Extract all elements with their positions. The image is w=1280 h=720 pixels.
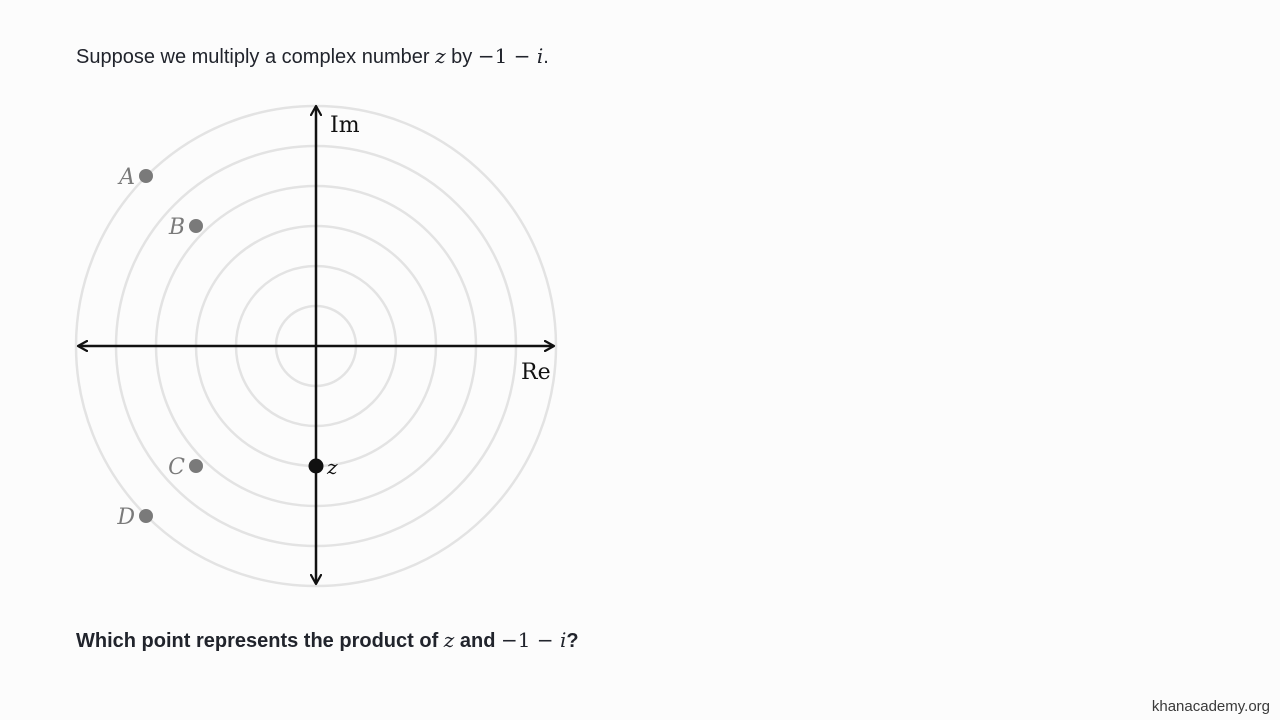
point-z	[308, 458, 324, 474]
prompt-prefix: Suppose we multiply a complex number	[76, 46, 436, 68]
question-factor-i: i	[559, 628, 567, 652]
point-a	[139, 169, 153, 183]
imaginary-axis-label: Im	[330, 113, 360, 138]
prompt-var-z: z	[435, 44, 446, 68]
question-factor: −1 −	[501, 628, 560, 652]
point-label-a: A	[117, 165, 135, 190]
problem-statement: Suppose we multiply a complex number z b…	[76, 44, 549, 69]
prompt-factor-i: i	[536, 44, 544, 68]
point-b	[189, 219, 203, 233]
question-middle: and	[454, 630, 502, 652]
question-text: Which point represents the product of z …	[76, 628, 579, 653]
point-label-b: B	[168, 215, 185, 240]
point-d	[139, 509, 153, 523]
prompt-factor: −1 −	[477, 44, 537, 68]
point-label-z: z	[326, 455, 338, 479]
question-suffix: ?	[566, 630, 579, 652]
watermark: khanacademy.org	[1151, 698, 1270, 715]
question-var-z: z	[443, 628, 455, 652]
question-prefix: Which point represents the product of	[76, 630, 444, 652]
plotted-points: A B C Dz	[116, 165, 338, 530]
complex-plane: Im Re A B C Dz	[74, 104, 558, 588]
point-c	[189, 459, 203, 473]
prompt-suffix: .	[543, 46, 549, 68]
point-label-c: C	[168, 455, 185, 480]
point-label-d: D	[116, 505, 135, 530]
real-axis-label: Re	[521, 360, 551, 385]
prompt-middle: by	[445, 46, 478, 68]
